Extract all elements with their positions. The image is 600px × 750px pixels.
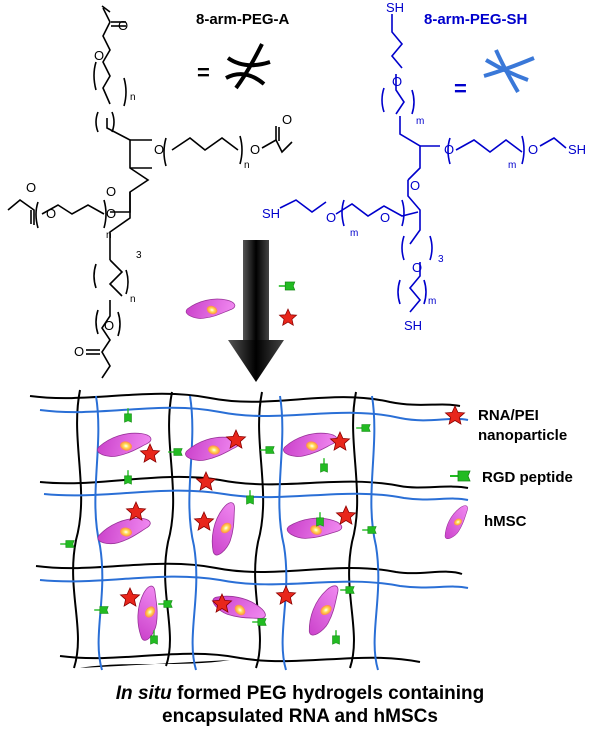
repeat-n: n — [244, 160, 250, 171]
atom-o: O — [74, 344, 84, 359]
cell-icon — [435, 503, 478, 541]
star-icon — [140, 443, 160, 463]
cell-icon — [96, 510, 152, 551]
star-icon — [126, 501, 146, 521]
peptide-icon — [123, 469, 133, 485]
reaction-arrow — [228, 240, 284, 382]
atom-o: O — [104, 318, 114, 333]
atom-sh: SH — [262, 206, 280, 221]
repeat-m: m — [350, 228, 358, 239]
caption-line1-rest: formed PEG hydrogels containing — [171, 683, 485, 704]
atom-sh: SH — [568, 142, 586, 157]
atom-o: O — [528, 142, 538, 157]
cell-icon — [285, 503, 344, 554]
atom-o: O — [250, 142, 260, 157]
atom-o: O — [380, 210, 390, 225]
peptide-icon — [277, 281, 296, 291]
atom-o: O — [46, 206, 56, 221]
atom-sh: SH — [404, 318, 422, 333]
legend-nanoparticle-line1: RNA/PEI — [478, 407, 539, 424]
legend-nanoparticle-line2: nanoparticle — [478, 427, 567, 444]
star-icon — [445, 405, 465, 425]
peptide-icon — [93, 605, 109, 615]
caption-line2: encapsulated RNA and hMSCs — [162, 706, 438, 727]
peptide-icon — [315, 511, 325, 527]
cell-icon — [184, 287, 237, 330]
star-icon — [336, 505, 356, 525]
peg-sh-atoms: SH O m O m O SH O SH O m O 3 O m SH — [262, 0, 586, 333]
peptide-icon — [331, 629, 341, 645]
atom-o: O — [412, 260, 422, 275]
atom-sh: SH — [386, 0, 404, 15]
atom-o: O — [410, 178, 420, 193]
peptide-icon — [319, 457, 329, 473]
peg-a-symbol — [225, 43, 271, 90]
atom-o: O — [118, 18, 128, 33]
peptide-icon — [355, 423, 371, 433]
repeat-m: m — [416, 116, 424, 127]
repeat-m: m — [428, 296, 436, 307]
legend-peptide: RGD peptide — [482, 469, 573, 486]
atom-o: O — [444, 142, 454, 157]
peg-sh-label: 8-arm-PEG-SH — [424, 11, 527, 28]
equals-sign: = — [454, 76, 467, 101]
star-icon — [279, 308, 297, 326]
equals-sign: = — [197, 60, 210, 85]
atom-o: O — [106, 206, 116, 221]
star-icon — [120, 587, 140, 607]
atom-o: O — [106, 184, 116, 199]
repeat-3: 3 — [438, 254, 444, 265]
repeat-3: 3 — [136, 250, 142, 261]
peptide-icon — [59, 539, 75, 549]
peptide-icon — [245, 489, 255, 505]
peptide-icon — [157, 599, 173, 609]
cell-icon — [294, 583, 354, 638]
peptide-icon — [251, 617, 267, 627]
peptide-icon — [259, 445, 275, 455]
network-contents — [59, 407, 377, 645]
star-icon — [196, 471, 216, 491]
repeat-m: m — [508, 160, 516, 171]
hydrogel-schematic: O O n O n O O O O O n O 3 n O O 8-arm-PE… — [7, 0, 586, 671]
peg-a-structure — [7, 5, 293, 379]
peg-sh-symbol — [483, 49, 535, 94]
peg-sh-structure — [279, 14, 567, 313]
legend-cell: hMSC — [484, 513, 527, 530]
star-icon — [194, 511, 214, 531]
figure-caption: In situ formed PEG hydrogels containing … — [0, 682, 600, 728]
cell-icon — [281, 422, 339, 467]
legend: RNA/PEI nanoparticle RGD peptide hMSC — [435, 405, 573, 541]
peg-a-label: 8-arm-PEG-A — [196, 11, 290, 28]
repeat-n: n — [130, 294, 136, 305]
atom-o: O — [282, 112, 292, 127]
peg-a-atoms: O O n O n O O O O O n O 3 n O O — [26, 18, 292, 359]
atom-o: O — [154, 142, 164, 157]
atom-o: O — [392, 74, 402, 89]
repeat-n: n — [106, 230, 112, 241]
caption-line1: In situ formed PEG hydrogels containing — [0, 682, 600, 705]
atom-o: O — [94, 48, 104, 63]
peptide-icon — [449, 470, 471, 482]
repeat-n: n — [130, 92, 136, 103]
peptide-icon — [361, 525, 377, 535]
atom-o: O — [26, 180, 36, 195]
cell-icon — [95, 422, 153, 467]
hydrogel-network — [29, 389, 469, 671]
atom-o: O — [326, 210, 336, 225]
cell-icon — [195, 500, 253, 558]
peptide-icon — [339, 585, 355, 595]
caption-italic: In situ — [115, 683, 172, 704]
